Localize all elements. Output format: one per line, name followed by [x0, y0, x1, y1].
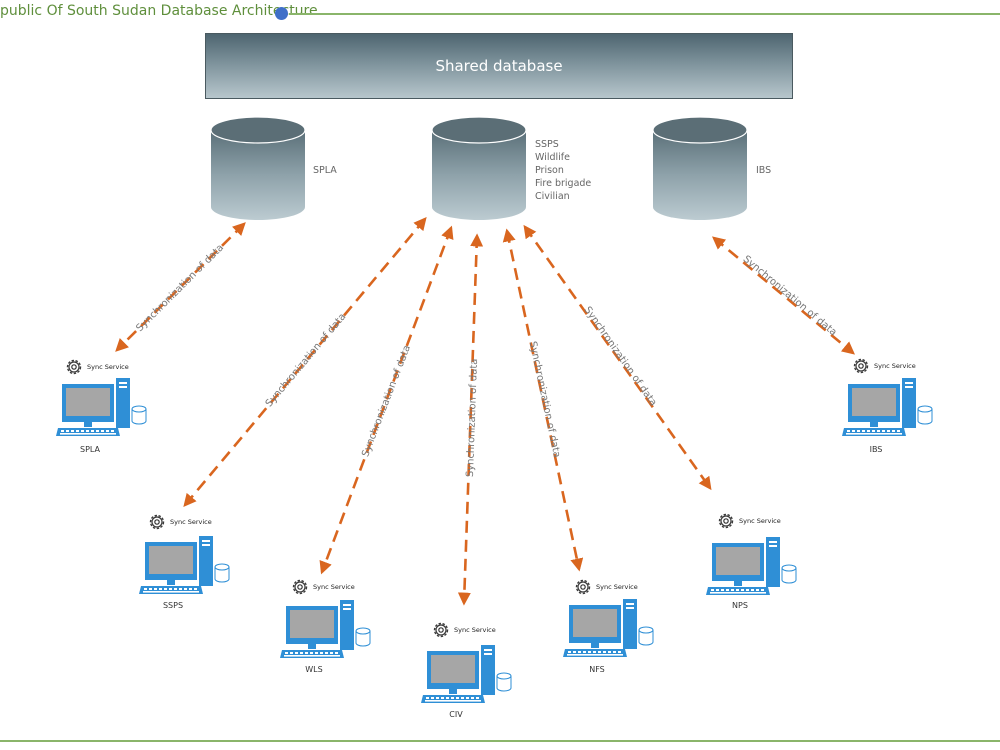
- gear-icon-nfs: [575, 579, 591, 595]
- sync-service-label-ibs: Sync Service: [874, 362, 916, 370]
- computer-icon-nps: [705, 536, 797, 596]
- sync-service-label-nfs: Sync Service: [596, 583, 638, 591]
- db-line: IBS: [756, 165, 772, 176]
- sync-edge-label-civ: Synchronization of data: [465, 358, 480, 477]
- database-cylinder-ssps: [431, 116, 527, 220]
- title-divider: [289, 13, 1000, 15]
- node-label-spla: SPLA: [79, 445, 100, 454]
- db-line: Wildlife: [535, 152, 570, 163]
- computer-icon-nfs: [562, 598, 654, 658]
- sync-arrow-wls: [319, 225, 454, 575]
- sync-edge-label-ssps: Synchronization of data: [264, 311, 349, 409]
- gear-icon-spla: [66, 359, 82, 375]
- computer-icon-wls: [279, 599, 371, 659]
- sync-service-label-spla: Sync Service: [87, 363, 129, 371]
- gear-icon-wls: [292, 579, 308, 595]
- sync-arrow-civ: [457, 233, 484, 606]
- computer-icon-spla: [55, 377, 147, 437]
- db-line: SPLA: [313, 165, 337, 176]
- node-label-ibs: IBS: [869, 445, 883, 454]
- db-line: Civilian: [535, 191, 570, 202]
- shared-database-label: Shared database: [435, 57, 563, 75]
- sync-service-label-civ: Sync Service: [454, 626, 496, 634]
- sync-edge-label-nps: Synchronization of data: [582, 305, 659, 408]
- sync-service-label-wls: Sync Service: [313, 583, 355, 591]
- gear-icon-nps: [718, 513, 734, 529]
- gear-icon-civ: [433, 622, 449, 638]
- sync-arrow-ibs: [711, 236, 856, 355]
- db-line: Prison: [535, 165, 564, 176]
- computer-icon-ssps: [138, 535, 230, 595]
- computer-icon-civ: [420, 644, 512, 704]
- sync-edge-label-wls: Synchronization of data: [360, 344, 413, 459]
- sync-edge-label-nfs: Synchronization of data: [527, 340, 562, 458]
- node-label-nps: NPS: [732, 601, 748, 610]
- db-line: Fire brigade: [535, 178, 592, 189]
- node-label-nfs: NFS: [589, 665, 605, 674]
- database-label-ibs: IBS: [756, 164, 771, 177]
- sync-service-label-ssps: Sync Service: [170, 518, 212, 526]
- title-marker: [275, 7, 288, 20]
- page-title: public Of South Sudan Database Architect…: [0, 3, 318, 19]
- shared-database: Shared database: [205, 33, 793, 99]
- sync-service-label-nps: Sync Service: [739, 517, 781, 525]
- computer-icon-ibs: [841, 377, 933, 437]
- gear-icon-ibs: [853, 358, 869, 374]
- node-label-civ: CIV: [449, 710, 463, 719]
- database-label-ssps: SSPS Wildlife Prison Fire brigade Civili…: [535, 138, 591, 203]
- node-label-wls: WLS: [305, 665, 323, 674]
- sync-edge-label-spla: Synchronization of data: [134, 242, 226, 334]
- bottom-divider: [0, 740, 1000, 742]
- sync-edge-label-ibs: Synchronization of data: [741, 254, 839, 339]
- database-cylinder-spla: [210, 116, 306, 220]
- db-line: SSPS: [535, 139, 559, 150]
- database-label-spla: SPLA: [313, 164, 337, 177]
- node-label-ssps: SSPS: [162, 601, 184, 610]
- gear-icon-ssps: [149, 514, 165, 530]
- database-cylinder-ibs: [652, 116, 748, 220]
- sync-arrow-nps: [523, 224, 712, 491]
